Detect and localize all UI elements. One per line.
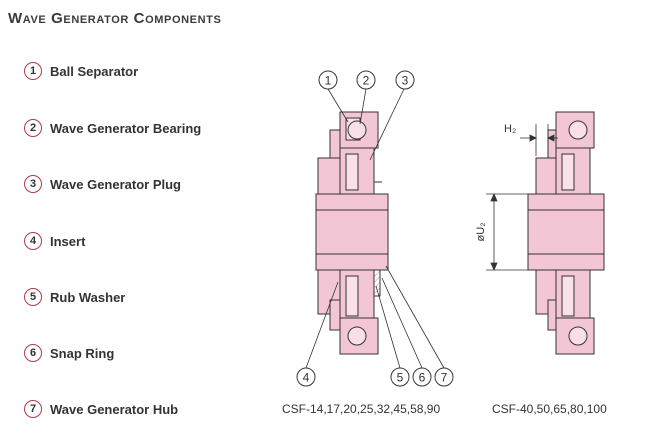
callout-circle-1 bbox=[318, 70, 338, 90]
legend-item-wave-generator-hub: 7 Wave Generator Hub bbox=[24, 397, 178, 421]
callout-label-2: 2 bbox=[363, 74, 370, 88]
wave-generator-hub bbox=[315, 193, 389, 271]
legend-label: Snap Ring bbox=[50, 345, 115, 361]
legend-number: 2 bbox=[24, 119, 42, 137]
callout-circle-5 bbox=[390, 367, 410, 387]
left-callouts: 1 2 3 4 5 6 7 bbox=[296, 70, 454, 387]
h2-dimension bbox=[520, 124, 558, 156]
legend-label: Rub Washer bbox=[50, 289, 126, 305]
caption-right-models: CSF-40,50,65,80,100 bbox=[492, 402, 607, 416]
u2-label: øU₂ bbox=[475, 223, 487, 242]
legend-item-snap-ring: 6 Snap Ring bbox=[24, 341, 114, 365]
legend-item-insert: 4 Insert bbox=[24, 229, 85, 253]
callout-label-7: 7 bbox=[441, 371, 448, 385]
right-top-insert bbox=[547, 129, 557, 161]
top-plug-inner bbox=[345, 153, 359, 191]
legend-item-wave-generator-plug: 3 Wave Generator Plug bbox=[24, 172, 181, 196]
legend-label: Wave Generator Bearing bbox=[50, 120, 202, 136]
callout-circle-7 bbox=[434, 367, 454, 387]
right-wave-generator-hub bbox=[527, 193, 605, 271]
right-cross-section bbox=[527, 111, 605, 355]
bottom-ball bbox=[347, 326, 367, 346]
legend-label: Wave Generator Plug bbox=[50, 176, 181, 192]
legend-number: 6 bbox=[24, 344, 42, 362]
legend-label: Ball Separator bbox=[50, 63, 139, 79]
callout-label-3: 3 bbox=[402, 74, 409, 88]
legend-label: Wave Generator Hub bbox=[50, 401, 179, 417]
legend-item-wave-generator-bearing: 2 Wave Generator Bearing bbox=[24, 116, 201, 140]
right-top-hub-flange bbox=[535, 157, 557, 195]
left-cross-section bbox=[315, 111, 389, 355]
legend-number: 7 bbox=[24, 400, 42, 418]
caption-left-models: CSF-14,17,20,25,32,45,58,90 bbox=[282, 402, 441, 416]
legend-number: 3 bbox=[24, 175, 42, 193]
legend-item-ball-separator: 1 Ball Separator bbox=[24, 59, 138, 83]
u2-dimension bbox=[486, 192, 528, 272]
left-callout-leaders bbox=[305, 88, 445, 369]
callout-circle-2 bbox=[356, 70, 376, 90]
right-bottom-plug-inner bbox=[561, 275, 575, 317]
callout-circle-6 bbox=[412, 367, 432, 387]
callout-label-1: 1 bbox=[325, 74, 332, 88]
right-top-plug-inner bbox=[561, 153, 575, 191]
component-legend: 1 Ball Separator 2 Wave Generator Bearin… bbox=[24, 0, 294, 441]
top-insert bbox=[329, 129, 341, 161]
h2-label: H₂ bbox=[504, 123, 516, 135]
legend-number: 4 bbox=[24, 232, 42, 250]
legend-number: 1 bbox=[24, 62, 42, 80]
right-bottom-ball bbox=[568, 326, 588, 346]
bottom-insert bbox=[329, 299, 341, 331]
rub-washer bbox=[373, 269, 381, 297]
legend-item-rub-washer: 5 Rub Washer bbox=[24, 285, 125, 309]
callout-circle-4 bbox=[296, 367, 316, 387]
callout-label-5: 5 bbox=[397, 371, 404, 385]
legend-label: Insert bbox=[50, 233, 86, 249]
top-hub-flange bbox=[317, 157, 341, 195]
callout-circle-3 bbox=[395, 70, 415, 90]
bottom-plug-inner bbox=[345, 275, 359, 317]
top-ball bbox=[347, 120, 367, 140]
callout-label-6: 6 bbox=[419, 371, 426, 385]
page-title: Wave Generator Components bbox=[8, 10, 222, 27]
right-top-ball bbox=[568, 120, 588, 140]
callout-label-4: 4 bbox=[303, 371, 310, 385]
legend-number: 5 bbox=[24, 288, 42, 306]
right-bottom-insert bbox=[547, 299, 557, 331]
